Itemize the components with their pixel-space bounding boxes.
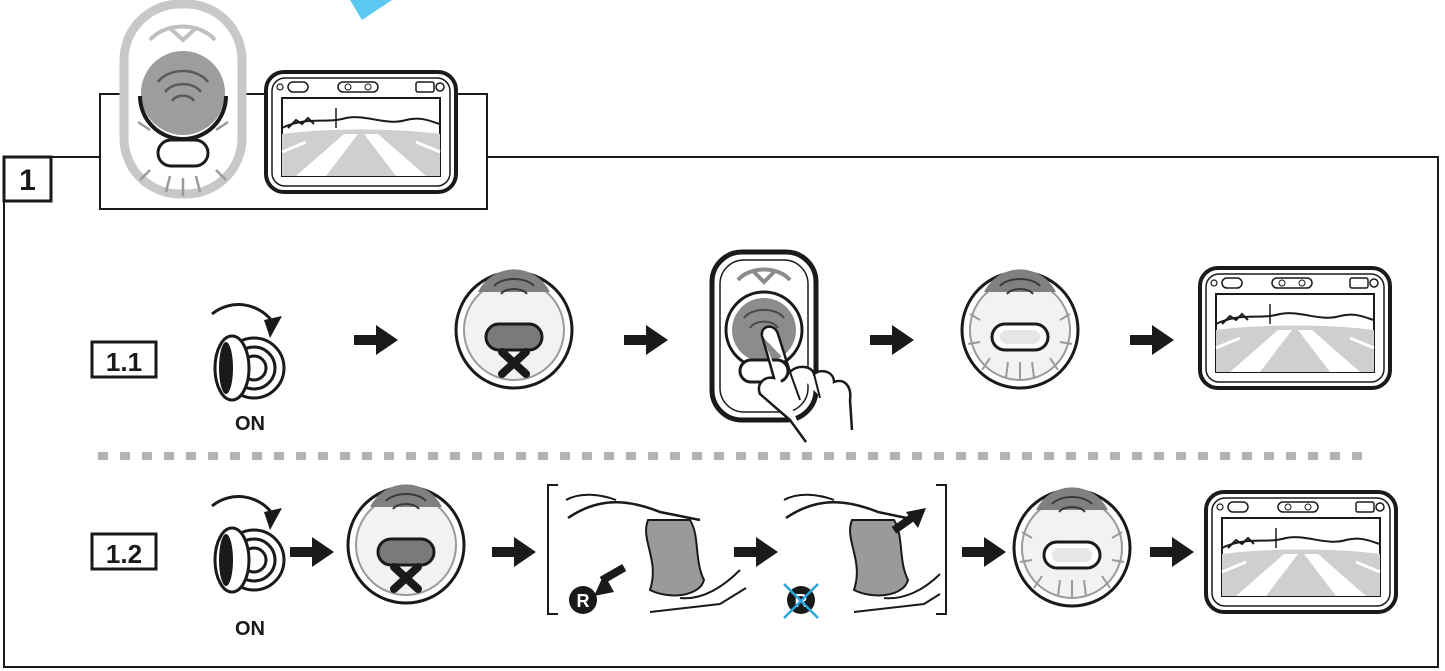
ignition-key-icon (212, 305, 284, 400)
finger-press-icon (712, 252, 852, 442)
screen-rear-view-icon (1206, 492, 1396, 612)
gear-label: R (577, 591, 590, 611)
section-number: 1 (19, 164, 36, 197)
section-number-badge: 1 (4, 157, 51, 201)
step-number: 1.1 (106, 347, 142, 377)
step-number-badge: 1.2 (92, 534, 156, 569)
ignition-key-icon (212, 497, 284, 592)
arrow-right-icon (962, 537, 1006, 567)
screen-rear-view-icon (1200, 268, 1390, 388)
step-number-badge: 1.1 (92, 342, 156, 377)
button-off-icon (456, 269, 572, 388)
arrow-right-icon (1130, 325, 1174, 355)
button-off-icon (348, 484, 464, 603)
button-lit-icon (1014, 487, 1130, 606)
arrow-right-icon (492, 537, 536, 567)
camera-button-icon (124, 4, 242, 196)
screen-rear-view-icon (266, 72, 456, 192)
on-label: ON (235, 413, 265, 435)
step-number: 1.2 (106, 539, 142, 569)
arrow-right-icon (870, 325, 914, 355)
arrow-right-icon (734, 537, 778, 567)
header-illustration (100, 4, 487, 209)
on-label: ON (235, 618, 265, 640)
reverse-gear-icon: R (784, 584, 818, 618)
arrow-right-icon (624, 325, 668, 355)
accent-shape (350, 0, 392, 20)
arrow-right-icon (290, 537, 334, 567)
reverse-gear-icon: R (569, 586, 597, 614)
arrow-right-icon (1150, 537, 1194, 567)
step-1-2: 1.2 ON R (92, 484, 1396, 640)
step-1-1: 1.1 ON (92, 252, 1390, 442)
gear-sequence: R R (548, 485, 946, 618)
arrow-right-icon (354, 325, 398, 355)
button-lit-icon (962, 269, 1078, 388)
